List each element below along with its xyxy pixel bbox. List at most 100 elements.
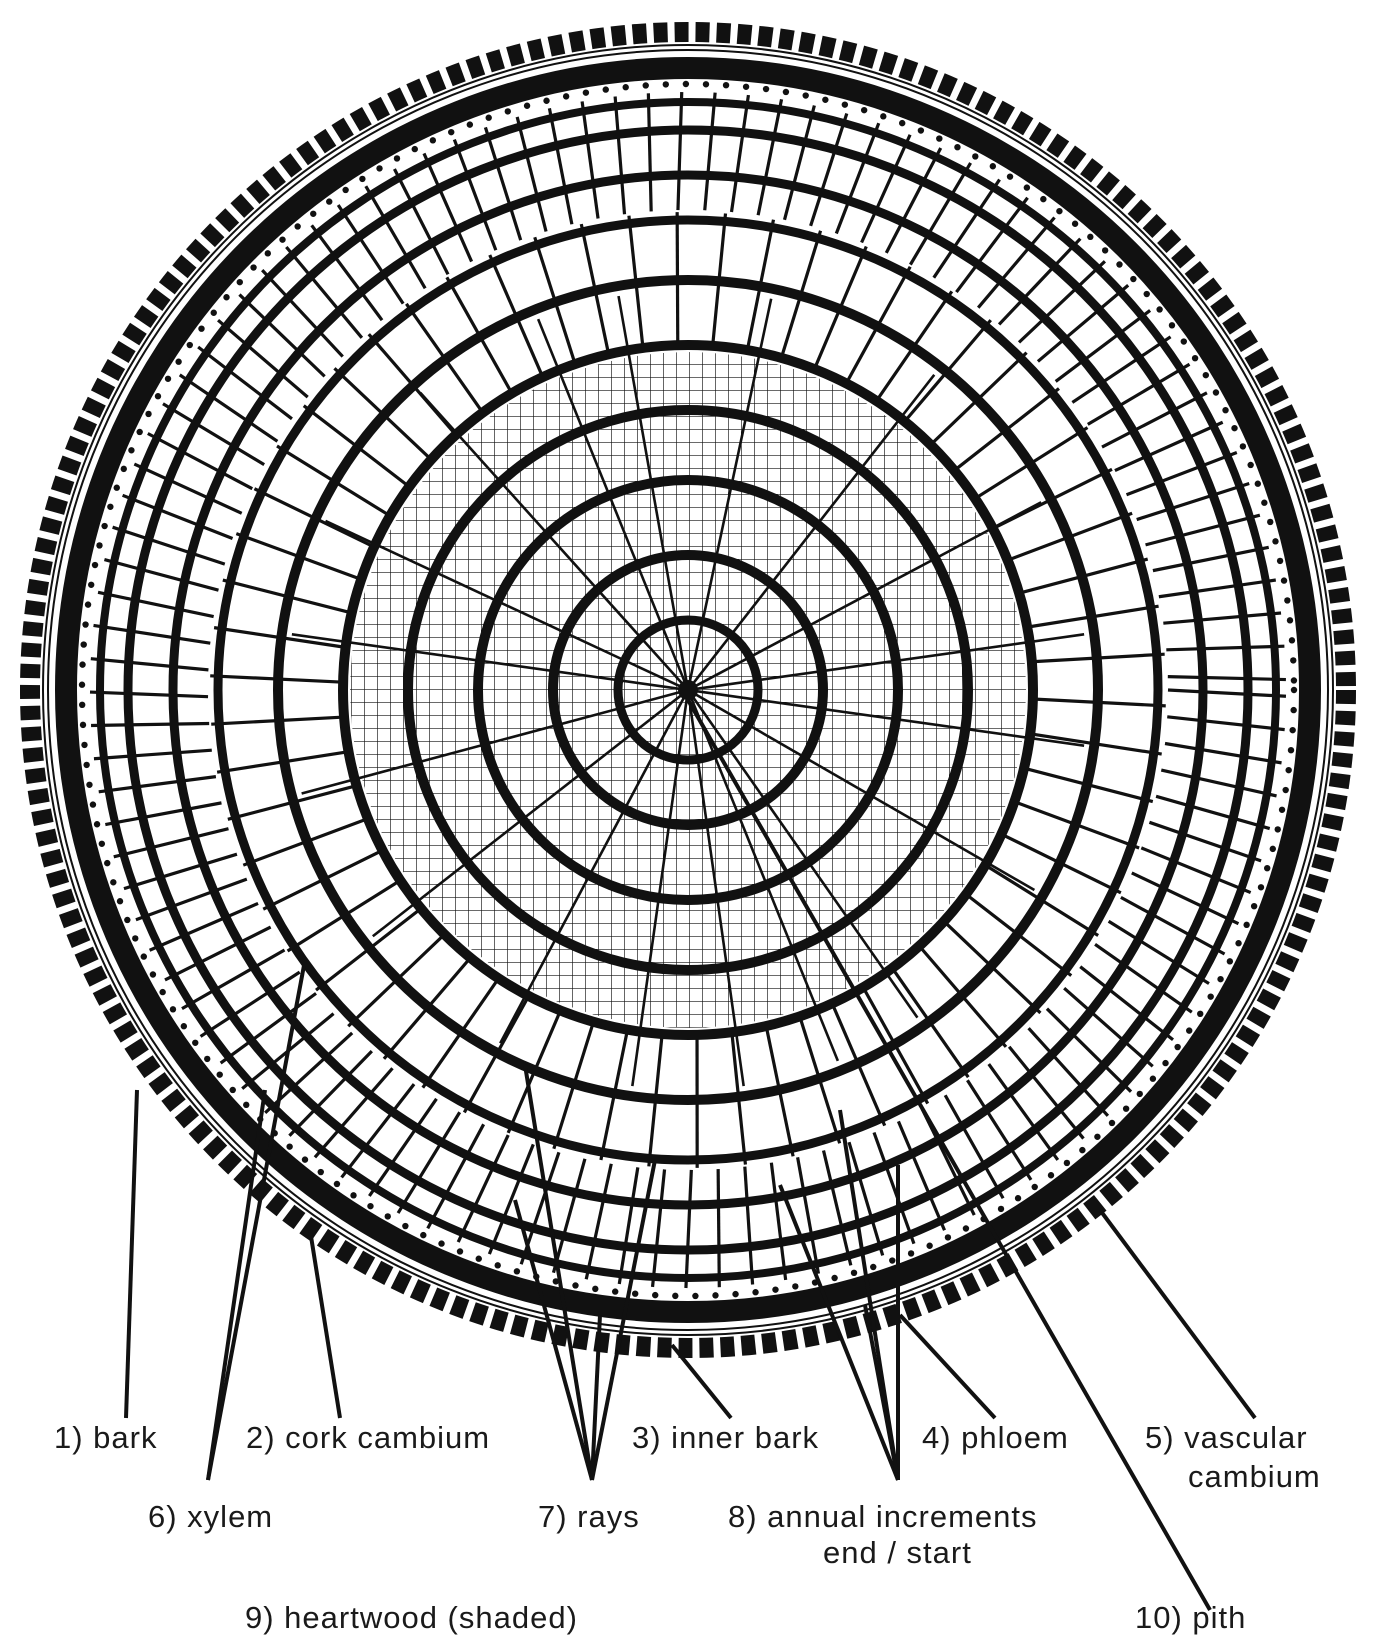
phloem-dot bbox=[732, 1291, 738, 1297]
phloem-dot bbox=[783, 89, 789, 95]
phloem-dot bbox=[1150, 1076, 1156, 1082]
ray-outer bbox=[811, 113, 847, 225]
phloem-dot bbox=[505, 108, 511, 114]
phloem-dot bbox=[1227, 958, 1233, 964]
phloem-dot bbox=[1162, 1060, 1168, 1066]
phloem-dot bbox=[128, 447, 134, 453]
phloem-dot bbox=[926, 1243, 932, 1249]
label-annual-increments-line1: 8) annual increments bbox=[728, 1499, 1038, 1535]
phloem-dot bbox=[1130, 276, 1136, 282]
phloem-dot bbox=[159, 989, 165, 995]
ray-outer bbox=[91, 659, 209, 670]
phloem-dot bbox=[175, 359, 181, 365]
phloem-dot bbox=[1231, 425, 1237, 431]
phloem-dot bbox=[217, 1071, 223, 1077]
phloem-dot bbox=[420, 1232, 426, 1238]
ray-outer bbox=[1166, 646, 1284, 650]
phloem-dot bbox=[1192, 355, 1198, 361]
ray-outer bbox=[758, 99, 781, 215]
phloem-dot bbox=[150, 971, 156, 977]
phloem-dot bbox=[310, 211, 316, 217]
leader-bark bbox=[126, 1090, 137, 1418]
phloem-dot bbox=[1277, 558, 1283, 564]
phloem-dot bbox=[752, 1289, 758, 1295]
phloem-dot bbox=[1056, 208, 1062, 214]
phloem-dot bbox=[79, 702, 85, 708]
ray-outer bbox=[105, 803, 221, 825]
ray-outer bbox=[517, 117, 546, 232]
phloem-dot bbox=[918, 127, 924, 133]
phloem-dot bbox=[772, 1286, 778, 1292]
phloem-dot bbox=[79, 661, 85, 667]
phloem-dot bbox=[86, 782, 92, 788]
phloem-dot bbox=[342, 187, 348, 193]
phloem-dot bbox=[870, 1264, 876, 1270]
ray-outer bbox=[653, 1169, 665, 1287]
phloem-dot bbox=[92, 562, 98, 568]
phloem-dot bbox=[1213, 389, 1219, 395]
phloem-dot bbox=[1032, 1184, 1038, 1190]
phloem-dot bbox=[476, 1256, 482, 1262]
ray-outer bbox=[582, 101, 598, 218]
phloem-dot bbox=[412, 146, 418, 152]
phloem-dot bbox=[1288, 747, 1294, 753]
phloem-dot bbox=[101, 523, 107, 529]
phloem-dot bbox=[1123, 1105, 1129, 1111]
phloem-dot bbox=[99, 841, 105, 847]
phloem-dot bbox=[326, 198, 332, 204]
phloem-dot bbox=[117, 898, 123, 904]
phloem-dot bbox=[114, 485, 120, 491]
ray-outer bbox=[114, 829, 229, 857]
ray-outer bbox=[686, 1170, 691, 1288]
phloem-dot bbox=[652, 1292, 658, 1298]
ray-outer bbox=[104, 560, 218, 591]
phloem-dot bbox=[1285, 767, 1291, 773]
phloem-dot bbox=[1282, 787, 1288, 793]
phloem-dot bbox=[155, 393, 161, 399]
phloem-dot bbox=[880, 113, 886, 119]
phloem-dot bbox=[170, 1006, 176, 1012]
phloem-dot bbox=[612, 1288, 618, 1294]
ray-outer bbox=[549, 108, 571, 224]
label-heartwood: 9) heartwood (shaded) bbox=[245, 1600, 578, 1636]
phloem-dot bbox=[1007, 173, 1013, 179]
phloem-dot bbox=[1116, 261, 1122, 267]
leader-vascular-cambium bbox=[1100, 1210, 1255, 1418]
phloem-dot bbox=[124, 917, 130, 923]
ray-outer bbox=[1146, 515, 1260, 545]
phloem-dot bbox=[1240, 443, 1246, 449]
phloem-dot bbox=[1064, 1160, 1070, 1166]
ray-outer bbox=[718, 1169, 719, 1287]
phloem-dot bbox=[211, 310, 217, 316]
phloem-dot bbox=[334, 1181, 340, 1187]
phloem-dot bbox=[145, 411, 151, 417]
ray-outer bbox=[485, 127, 520, 240]
phloem-dot bbox=[543, 98, 549, 104]
phloem-dot bbox=[822, 97, 828, 103]
phloem-dot bbox=[1186, 1027, 1192, 1033]
phloem-dot bbox=[81, 742, 87, 748]
phloem-dot bbox=[286, 1143, 292, 1149]
phloem-dot bbox=[1289, 637, 1295, 643]
phloem-dot bbox=[1291, 687, 1297, 693]
phloem-dot bbox=[703, 81, 709, 87]
ray-outer bbox=[732, 95, 749, 212]
label-annual-increments-line2: end / start bbox=[823, 1535, 972, 1571]
phloem-dot bbox=[1258, 884, 1264, 890]
phloem-dot bbox=[359, 176, 365, 182]
pith bbox=[678, 680, 698, 700]
ray-outer bbox=[1163, 613, 1281, 623]
phloem-dot bbox=[104, 860, 110, 866]
ray-outer bbox=[124, 854, 237, 888]
phloem-dot bbox=[250, 264, 256, 270]
phloem-dot bbox=[954, 144, 960, 150]
phloem-dot bbox=[1281, 577, 1287, 583]
ray-outer bbox=[553, 1159, 584, 1273]
phloem-dot bbox=[438, 1240, 444, 1246]
phloem-dot bbox=[1275, 826, 1281, 832]
phloem-dot bbox=[889, 1257, 895, 1263]
ray-outer bbox=[745, 1167, 753, 1285]
phloem-dot bbox=[1040, 196, 1046, 202]
phloem-dot bbox=[1291, 677, 1297, 683]
